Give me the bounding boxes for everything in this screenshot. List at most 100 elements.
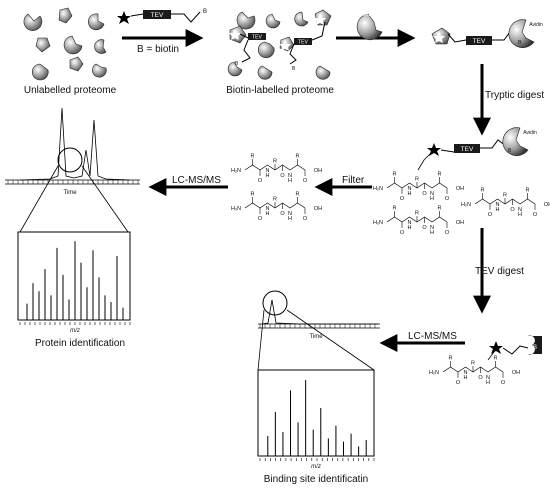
star-icon bbox=[117, 11, 131, 24]
atom-label: H bbox=[408, 225, 412, 231]
atom-label: O bbox=[258, 178, 263, 184]
captured-peptide-complex: TEV Avidin B bbox=[417, 127, 537, 171]
labelled-peptide: B bbox=[487, 335, 542, 361]
chromatogram-trace-bottom bbox=[261, 299, 378, 325]
svg-text:B: B bbox=[203, 9, 207, 15]
atom-label: R bbox=[481, 188, 485, 194]
svg-text:TEV: TEV bbox=[473, 38, 486, 45]
svg-text:TEV: TEV bbox=[461, 146, 474, 153]
atom-label: R bbox=[415, 211, 419, 217]
label-tev-digest: TEV digest bbox=[475, 266, 524, 277]
atom-label: O bbox=[510, 207, 515, 213]
svg-text:B: B bbox=[235, 61, 239, 67]
atom-label: H bbox=[486, 380, 490, 386]
atom-label: O bbox=[280, 173, 285, 179]
atom-label: R bbox=[251, 192, 255, 198]
label-time-bottom: Time bbox=[309, 334, 323, 340]
atom-label: N bbox=[288, 173, 292, 179]
atom-label: R bbox=[503, 193, 507, 199]
atom-label: H bbox=[464, 375, 468, 381]
atom-label: O bbox=[303, 216, 308, 222]
unlabelled-proteome bbox=[23, 7, 107, 81]
spectrum-frame-top bbox=[17, 231, 131, 321]
label-time-top: Time bbox=[63, 190, 77, 196]
atom-label: O bbox=[422, 191, 427, 197]
atom-label: H₂N bbox=[461, 202, 471, 208]
atom-label: N bbox=[496, 202, 500, 208]
atom-label: H₂N bbox=[373, 220, 383, 226]
atom-label: R bbox=[449, 356, 453, 362]
atom-label: H bbox=[288, 216, 292, 222]
captured-complex-top: TEV Avidin B bbox=[431, 19, 543, 48]
atom-label: O bbox=[501, 380, 506, 386]
atom-label: H bbox=[496, 207, 500, 213]
label-mz-bottom: m/z bbox=[311, 464, 321, 470]
atom-label: O bbox=[445, 196, 450, 202]
tev-tag bbox=[143, 10, 171, 19]
svg-text:Avidin: Avidin bbox=[523, 130, 537, 136]
atom-label: N bbox=[486, 375, 490, 381]
atom-label: R bbox=[471, 361, 475, 367]
chromatogram-trace bbox=[19, 107, 131, 181]
atom-label: OH bbox=[314, 168, 322, 174]
atom-label: R bbox=[526, 188, 530, 194]
svg-text:Avidin: Avidin bbox=[529, 22, 543, 28]
atom-label: R bbox=[296, 154, 300, 160]
atom-label: H bbox=[430, 196, 434, 202]
atom-label: H₂N bbox=[231, 168, 241, 174]
label-mz-top: m/z bbox=[70, 328, 80, 334]
svg-text:TEV: TEV bbox=[298, 40, 308, 46]
atom-label: O bbox=[488, 212, 493, 218]
avidin-bead: Avidin bbox=[356, 12, 383, 41]
atom-label: H bbox=[518, 212, 522, 218]
spectrum-frame-bottom bbox=[257, 369, 375, 457]
label-biotin-labelled-proteome: Biotin-labelled proteome bbox=[226, 85, 334, 96]
atom-label: OH bbox=[544, 202, 550, 208]
atom-label: R bbox=[393, 206, 397, 212]
atom-label: R bbox=[438, 172, 442, 178]
atom-label: N bbox=[266, 206, 270, 212]
atom-label: R bbox=[251, 154, 255, 160]
atom-label: O bbox=[456, 380, 461, 386]
chromatogram-bottom: Time bbox=[257, 290, 380, 371]
atom-label: H₂N bbox=[231, 206, 241, 212]
zoom-circle-top bbox=[57, 147, 83, 173]
label-protein-identification: Protein identification bbox=[35, 338, 125, 349]
atom-label: N bbox=[518, 207, 522, 213]
atom-label: R bbox=[393, 172, 397, 178]
atom-label: N bbox=[288, 211, 292, 217]
atom-label: O bbox=[478, 375, 483, 381]
biotin-labelled-proteome: TEV B TEV B bbox=[227, 9, 332, 80]
atom-label: H bbox=[266, 211, 270, 217]
atom-label: R bbox=[273, 197, 277, 203]
atom-label: O bbox=[280, 211, 285, 217]
atom-label: N bbox=[408, 220, 412, 226]
label-lcms-bottom: LC-MS/MS bbox=[408, 331, 457, 342]
atom-label: R bbox=[415, 177, 419, 183]
spectrum-top: m/z bbox=[17, 231, 131, 334]
atom-label: H bbox=[408, 191, 412, 197]
svg-text:B: B bbox=[292, 66, 296, 72]
label-biotin-def: B = biotin bbox=[137, 44, 179, 55]
atom-label: H bbox=[430, 230, 434, 236]
atom-label: O bbox=[303, 178, 308, 184]
atom-label: O bbox=[445, 230, 450, 236]
svg-text:B: B bbox=[508, 148, 512, 154]
atom-label: N bbox=[408, 186, 412, 192]
zoom-circle-bottom bbox=[262, 290, 288, 316]
spectrum-bottom: m/z bbox=[257, 369, 375, 470]
probe-molecule: TEV B bbox=[117, 9, 207, 24]
label-tryptic-digest: Tryptic digest bbox=[485, 90, 544, 101]
atom-label: R bbox=[296, 192, 300, 198]
atom-label: OH bbox=[314, 206, 322, 212]
atom-label: N bbox=[464, 370, 468, 376]
label-unlabelled-proteome: Unlabelled proteome bbox=[24, 85, 117, 96]
label-binding-site: Binding site identificatin bbox=[264, 474, 369, 485]
atom-label: R bbox=[273, 159, 277, 165]
